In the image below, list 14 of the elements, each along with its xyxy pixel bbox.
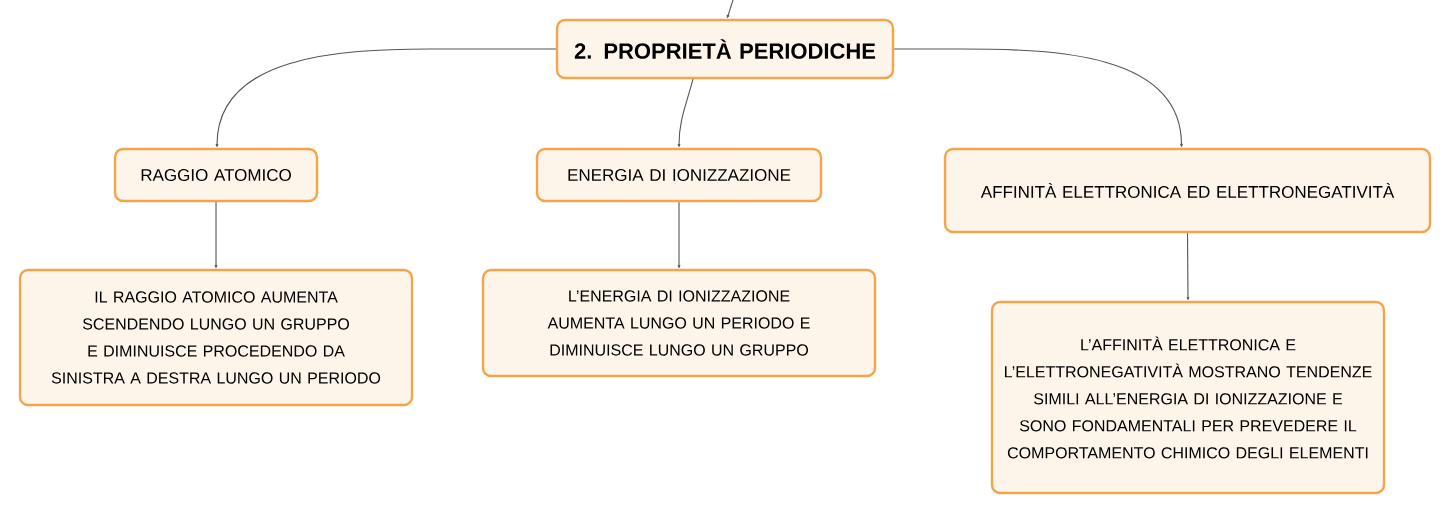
topic-box: AFFINITÀ ELETTRONICA ED ELETTRONEGATIVITÀ: [943, 147, 1432, 234]
connector-arrow: [214, 201, 218, 269]
connector-arrow: [726, 0, 734, 19]
connector-arrow: [1186, 232, 1190, 301]
detail-box: L’AFFINITÀ ELETTRONICA E L’ELETTRONEGATIVITÀ MOSTRANO TENDENZE SIMILI ALL’ENERGIA DI IONIZZAZIONE E SONO FONDAMENTALI PER PREVEDERE IL COMPORTAMENTO CHIMICO DEGLI ELEMENTI: [990, 300, 1386, 495]
root-box: 2. PROPRIETÀ PERIODICHE: [555, 18, 895, 80]
connector-arrow: [215, 48, 557, 148]
detail-box: IL RAGGIO ATOMICO AUMENTA SCENDENDO LUNGO UN GRUPPO E DIMINUISCE PROCEDENDO DA SINISTRA A DESTRA LUNGO UN PERIODO: [18, 268, 414, 407]
connector-arrow: [677, 201, 681, 269]
connector-arrow: [677, 78, 694, 148]
topic-box: ENERGIA DI IONIZZAZIONE: [535, 147, 823, 203]
topic-box: RAGGIO ATOMICO: [113, 147, 319, 203]
detail-box: L’ENERGIA DI IONIZZAZIONE AUMENTA LUNGO UN PERIODO E DIMINUISCE LUNGO UN GRUPPO: [481, 268, 877, 378]
connector-arrow: [893, 48, 1183, 148]
